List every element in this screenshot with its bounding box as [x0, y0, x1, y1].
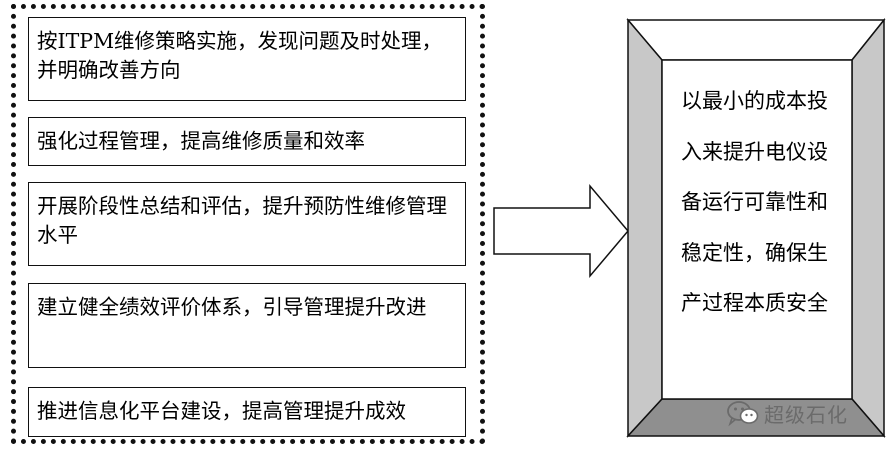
- measure-box-1: 按ITPM维修策略实施，发现问题及时处理，并明确改善方向: [28, 17, 466, 101]
- right-arrow-icon: [493, 183, 629, 279]
- goal-bevel-box: [626, 17, 886, 439]
- wechat-icon: [727, 401, 759, 427]
- measures-dotted-frame: [11, 4, 485, 444]
- measure-box-3: 开展阶段性总结和评估，提升预防性维修管理水平: [28, 182, 466, 266]
- measure-box-5: 推进信息化平台建设，提高管理提升成效: [28, 387, 466, 437]
- goal-text: 以最小的成本投入来提升电仪设备运行可靠性和稳定性，确保生产过程本质安全: [681, 89, 828, 315]
- measure-box-4: 建立健全绩效评价体系，引导管理提升改进: [28, 283, 466, 368]
- watermark: 超级石化: [726, 396, 848, 430]
- watermark-text: 超级石化: [764, 402, 848, 427]
- measure-box-2: 强化过程管理，提高维修质量和效率: [28, 117, 466, 166]
